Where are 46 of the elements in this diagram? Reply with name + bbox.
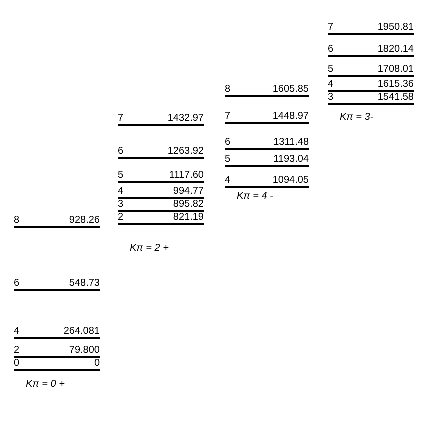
energy-label: 1193.04 — [274, 155, 309, 165]
spin-label: 8 — [14, 216, 20, 226]
energy-label: 1708.01 — [378, 65, 414, 75]
energy-label: 79.800 — [69, 346, 100, 356]
energy-label: 1117.60 — [169, 171, 204, 181]
energy-label: 1263.92 — [168, 147, 204, 157]
energy-label: 1615.36 — [378, 80, 414, 90]
spin-label: 8 — [225, 85, 231, 95]
energy-label: 821.19 — [173, 213, 204, 223]
spin-label: 2 — [118, 213, 124, 223]
spin-label: 0 — [14, 359, 20, 369]
energy-label: 1950.81 — [378, 23, 414, 33]
spin-label: 4 — [14, 327, 20, 337]
energy-label: 928.26 — [69, 216, 100, 226]
energy-label: 1605.85 — [272, 85, 309, 95]
energy-label: 264.081 — [64, 327, 100, 337]
energy-label: 1094.05 — [272, 176, 309, 186]
spin-label: 5 — [328, 65, 334, 75]
spin-label: 2 — [14, 346, 20, 356]
energy-label: 1432.97 — [168, 114, 204, 124]
spin-label: 6 — [118, 147, 124, 157]
spin-label: 6 — [225, 138, 231, 148]
spin-label: 3 — [118, 200, 124, 210]
spin-label: 4 — [118, 187, 124, 197]
spin-label: 4 — [225, 176, 231, 186]
energy-label: 1311.48 — [274, 138, 309, 148]
spin-label: 7 — [118, 114, 124, 124]
band-label: Kπ = 3- — [340, 113, 374, 123]
spin-label: 7 — [328, 23, 334, 33]
spin-label: 7 — [225, 112, 231, 122]
band-label: Kπ = 2 + — [130, 244, 169, 254]
energy-label: 1820.14 — [378, 45, 414, 55]
spin-label: 5 — [118, 171, 124, 181]
spin-label: 6 — [14, 279, 20, 289]
energy-label: 548.73 — [69, 279, 100, 289]
spin-label: 6 — [328, 45, 334, 55]
energy-label: 1448.97 — [272, 112, 309, 122]
spin-label: 3 — [328, 93, 334, 103]
energy-label: 1541.58 — [378, 93, 414, 103]
band-label: Kπ = 4 - — [237, 192, 274, 202]
spin-label: 5 — [225, 155, 231, 165]
energy-label: 0 — [94, 359, 100, 369]
spin-label: 4 — [328, 80, 334, 90]
energy-label: 994.77 — [173, 187, 204, 197]
band-label: Kπ = 0 + — [26, 380, 65, 390]
energy-label: 895.82 — [173, 200, 204, 210]
